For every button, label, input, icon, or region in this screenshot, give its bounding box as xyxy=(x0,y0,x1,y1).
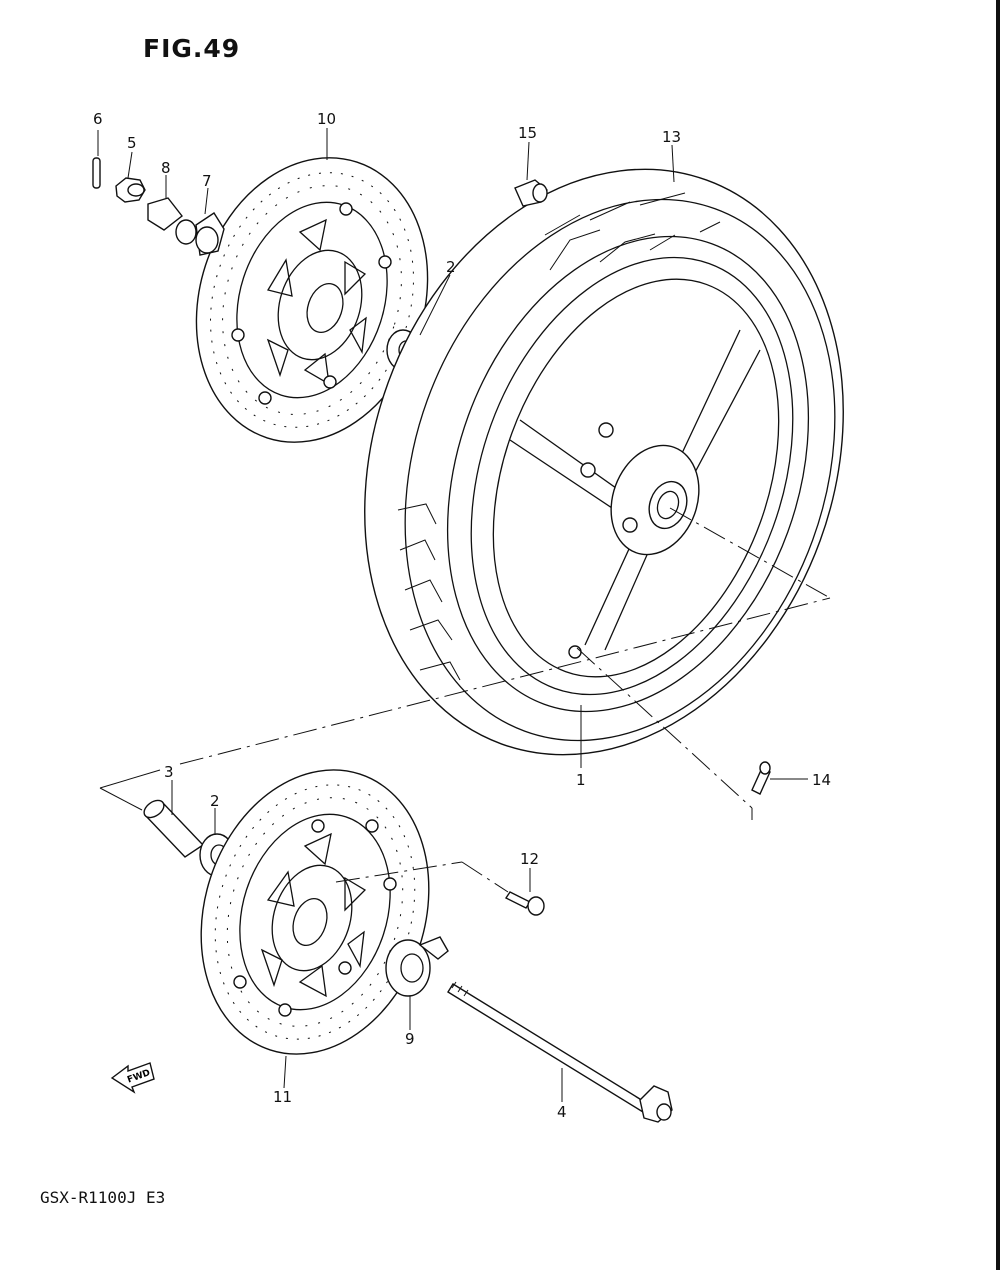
model-code: GSX-R1100J E3 xyxy=(40,1188,166,1207)
callout-5: 5 xyxy=(127,134,137,152)
speedometer-gearbox xyxy=(385,936,449,997)
callout-12: 12 xyxy=(520,850,539,868)
valve-part xyxy=(751,761,771,795)
callouts: 6 5 8 7 10 2 15 13 3 2 1 14 12 9 11 4 xyxy=(93,110,831,1121)
bolt-part xyxy=(504,891,545,916)
leader-lines xyxy=(97,128,831,1102)
callout-14: 14 xyxy=(812,771,831,789)
callout-13: 13 xyxy=(662,128,681,146)
callout-3: 3 xyxy=(164,763,174,781)
fwd-arrow: FWD xyxy=(110,1062,155,1094)
callout-2-upper: 2 xyxy=(446,258,456,276)
axle-part xyxy=(447,981,673,1123)
callout-7: 7 xyxy=(202,172,212,190)
callout-10: 10 xyxy=(317,110,336,128)
callout-2-lower: 2 xyxy=(210,792,220,810)
callout-11: 11 xyxy=(273,1088,292,1106)
page-edge xyxy=(996,0,1000,1270)
wheel-tire xyxy=(364,168,844,756)
brake-disc-lower xyxy=(200,769,430,1055)
callout-15: 15 xyxy=(518,124,537,142)
callout-9: 9 xyxy=(405,1030,415,1048)
callout-8: 8 xyxy=(161,159,171,177)
clamp-part xyxy=(514,179,548,207)
callout-6: 6 xyxy=(93,110,103,128)
callout-1: 1 xyxy=(576,771,586,789)
figure-title: FIG.49 xyxy=(143,34,241,63)
callout-4: 4 xyxy=(557,1103,567,1121)
